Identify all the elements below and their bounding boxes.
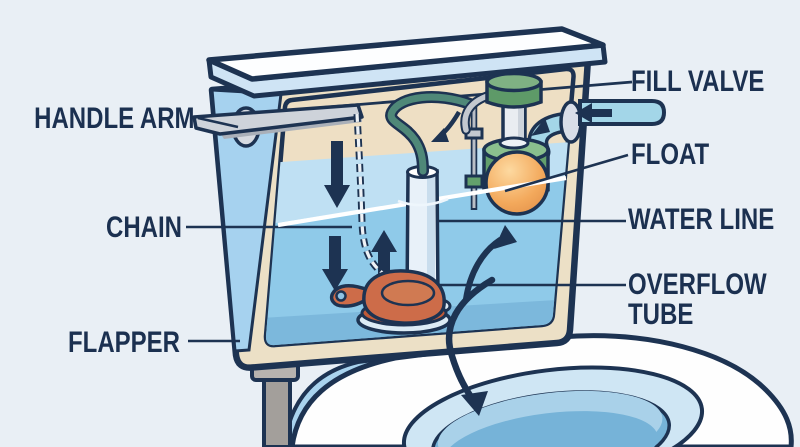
flapper-area-up-arrow <box>371 230 397 281</box>
refill-hose-tube <box>387 93 474 175</box>
handle-pull-down-arrow <box>324 141 350 208</box>
label-chain: CHAIN <box>106 211 182 244</box>
flapper <box>329 269 452 335</box>
fill-valve-top <box>460 71 543 150</box>
bowl-water-deep <box>443 411 658 447</box>
supply-pipe-tube <box>262 374 292 447</box>
flow-arrows <box>322 141 517 302</box>
inlet-pipe-outside <box>578 99 667 126</box>
float-leader-line <box>504 153 629 193</box>
flush-into-bowl-arrow <box>445 276 496 416</box>
valve-flange <box>498 136 530 150</box>
float-rise-arrow-curve <box>463 237 503 302</box>
flush-arrowhead <box>461 391 488 416</box>
valve-rod-clamp <box>464 174 484 189</box>
label-flapper: FLAPPER <box>67 326 180 359</box>
label-water-line: WATER LINE <box>628 203 775 236</box>
flapper-hinge-hole <box>335 290 347 302</box>
valve-stem-shade <box>518 106 524 142</box>
flapper-area-down-arrow <box>322 236 348 291</box>
label-handle-arm: HANDLE ARM <box>34 102 195 135</box>
refill-arrowhead <box>431 128 449 142</box>
handle-arm-leader-line <box>197 116 239 129</box>
inlet-pipe-external <box>559 99 667 144</box>
label-float: FLOAT <box>631 138 710 171</box>
supply-inlet-arrowhead <box>575 103 592 123</box>
flapper-top <box>380 279 436 307</box>
valve-cap-top <box>485 71 543 93</box>
overflow-tube-shade <box>427 176 435 308</box>
refill-hose <box>385 91 476 177</box>
waterline-ripple <box>397 197 449 207</box>
leader-lines <box>188 116 629 343</box>
supply-inlet-arrow-shaft <box>590 109 612 117</box>
lid-top <box>206 26 606 82</box>
float-rise-arrowhead <box>494 225 517 249</box>
label-overflow-tube: OVERFLOW TUBE <box>628 268 767 331</box>
flush-arrow-curve <box>445 276 496 401</box>
tank-lid <box>206 26 608 99</box>
inlet-flow-arrowhead <box>531 118 550 136</box>
label-fill-valve: FILL VALVE <box>631 65 765 98</box>
chain-links <box>355 113 386 277</box>
